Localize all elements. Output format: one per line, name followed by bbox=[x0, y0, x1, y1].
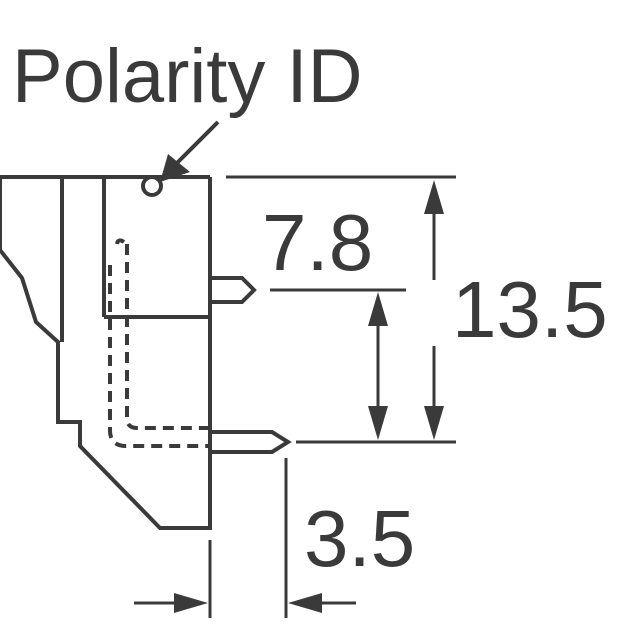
total-height-label: 13.5 bbox=[452, 265, 608, 354]
polarity-id-label: Polarity ID bbox=[12, 34, 363, 119]
pin-offset-dimension bbox=[134, 593, 356, 613]
polarity-mark bbox=[141, 175, 163, 197]
pin-offset-label: 3.5 bbox=[304, 494, 415, 583]
lower-pin bbox=[210, 430, 292, 454]
connector-body bbox=[0, 175, 212, 530]
pin-height-dimension bbox=[368, 292, 388, 440]
polarity-leader-arrow bbox=[160, 120, 220, 182]
upper-pin bbox=[210, 276, 257, 304]
total-height-dimension bbox=[424, 180, 444, 440]
extension-lines bbox=[208, 175, 456, 618]
pin-height-label: 7.8 bbox=[262, 198, 373, 287]
hidden-pin-path bbox=[108, 238, 210, 448]
